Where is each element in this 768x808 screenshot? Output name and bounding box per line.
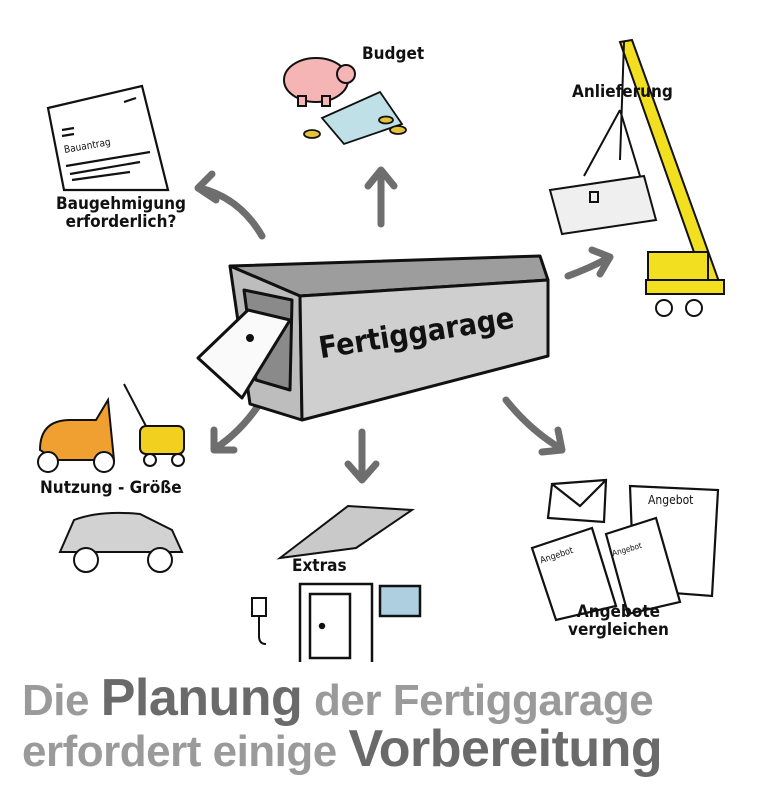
power-plug-icon [251,597,267,645]
crane-icon [618,38,725,317]
angebote-documents-icon [530,478,720,622]
footer-headline: Die Planung der Fertiggarage erfordert e… [22,669,762,778]
node-baugenehmigung-label: Baugehmigung erforderlich? [56,194,186,232]
arrow-to-anlieferung-icon [564,246,614,280]
window-icon [378,584,422,618]
arrow-to-budget-icon [364,166,398,228]
footer-line-1: Die Planung der Fertiggarage [22,669,654,727]
arrow-to-angebote-icon [502,396,566,456]
door-icon [298,582,374,662]
node-budget-label: Budget [362,44,425,64]
extras-roof-icon [276,504,415,560]
baugenehmigung-line-2: erforderlich? [65,211,177,232]
baugenehmigung-line-1: Baugehmigung [56,194,186,214]
garage-illustration [196,254,550,422]
scooter-icon [37,396,116,473]
node-angebote-label: Angebote vergleichen [568,602,669,640]
arrows [194,166,614,484]
angebote-line-2: vergleichen [568,619,669,640]
node-extras-label: Extras [292,556,347,576]
arrow-to-baugenehmigung-icon [194,170,266,240]
hanging-garage-icon [548,109,658,236]
bauantrag-document-icon [46,84,170,192]
arrow-to-nutzung-icon [210,402,262,454]
footer-line-2: erfordert einige Vorbereitung [22,720,663,778]
angebot-doc-text-1: Angebot [648,493,694,507]
node-anlieferung-label: Anlieferung [572,82,673,102]
lawn-mower-icon [123,383,185,467]
car-icon [58,511,184,573]
money-stack-icon [303,90,407,146]
arrow-to-extras-icon [344,428,380,484]
node-nutzung-label: Nutzung - Größe [40,478,182,498]
piggy-bank-icon [283,57,356,107]
angebote-line-1: Angebote [576,602,661,622]
